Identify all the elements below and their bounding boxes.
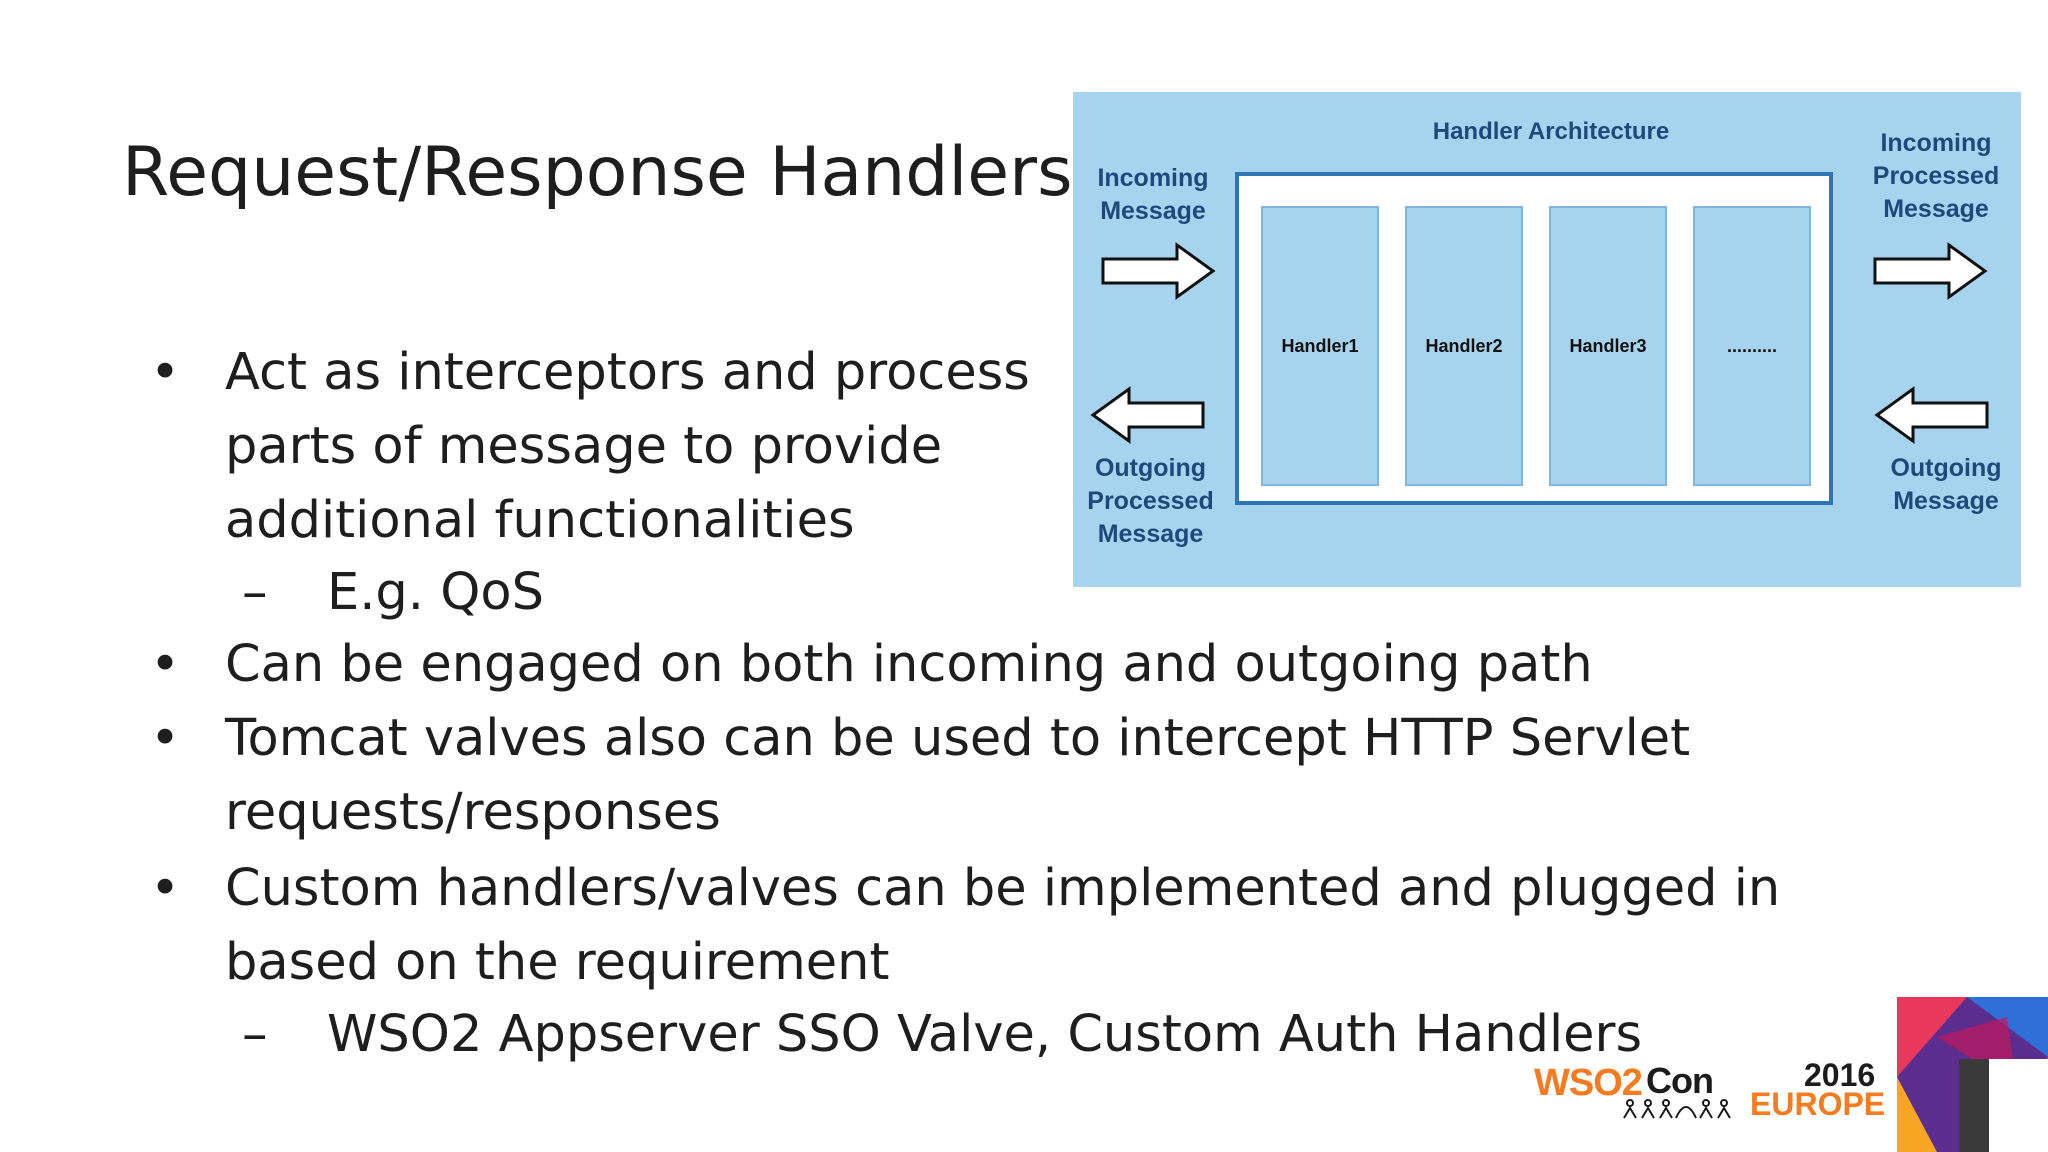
people-icon [1623, 1099, 1731, 1119]
handler-box: .......... [1693, 206, 1811, 486]
bullet-marker: • [150, 859, 181, 918]
bullet-marker: • [150, 709, 181, 768]
arrow-left-icon [1090, 386, 1205, 444]
sub-bullet-2: WSO2 Appserver SSO Valve, Custom Auth Ha… [327, 1005, 1643, 1064]
label-line: Incoming [1880, 129, 1992, 157]
sub-bullet-1: E.g. QoS [327, 563, 544, 622]
label-line: Incoming [1097, 164, 1209, 192]
label-line: Processed [1087, 487, 1214, 515]
logo-year: 2016 [1804, 1057, 1876, 1093]
slide-title: Request/Response Handlers [122, 133, 1073, 212]
label-line: Message [1883, 195, 1989, 223]
label-line: Message [1097, 520, 1204, 548]
arrow-right-icon [1873, 242, 1988, 300]
arrow-left-icon [1874, 386, 1989, 444]
bullet-marker: • [150, 343, 181, 402]
arrow-right-icon [1101, 242, 1216, 300]
label-line: Outgoing [1890, 454, 2002, 482]
handler-chain-box: Handler1 Handler2 Handler3 .......... [1235, 172, 1833, 505]
handler-architecture-diagram: Handler Architecture Incoming Message Ou… [1073, 92, 2021, 587]
label-incoming-message: Incoming Message [1083, 162, 1223, 228]
bullet-3-line-2: requests/responses [225, 783, 721, 842]
bullet-3-line-1: Tomcat valves also can be used to interc… [225, 709, 1691, 768]
bullet-marker: • [150, 635, 181, 694]
sub-bullet-marker: – [242, 563, 268, 622]
bullet-4-line-1: Custom handlers/valves can be implemente… [225, 859, 1781, 918]
bullet-1-line-2: parts of message to provide [225, 417, 943, 476]
bullet-1-line-1: Act as interceptors and process [225, 343, 1030, 402]
logo-con-text: Con [1646, 1060, 1714, 1101]
label-line: Message [1100, 197, 1206, 225]
label-line: Message [1893, 487, 1999, 515]
wso2con-logo: WSO2 Con 2016 EUROPE [1528, 1052, 1888, 1152]
sub-bullet-marker: – [242, 1005, 268, 1064]
handler-box: Handler3 [1549, 206, 1667, 486]
logo-region: EUROPE [1750, 1086, 1886, 1122]
bullet-4-line-2: based on the requirement [225, 933, 890, 992]
label-outgoing-processed-message: Outgoing Processed Message [1078, 452, 1223, 551]
label-line: Processed [1872, 162, 2000, 190]
corner-decoration-icon [1897, 997, 2048, 1152]
diagram-title: Handler Architecture [1432, 118, 1670, 145]
handler-box: Handler1 [1261, 206, 1379, 486]
handler-box: Handler2 [1405, 206, 1523, 486]
label-outgoing-message: Outgoing Message [1871, 452, 2021, 518]
bullet-1-line-3: additional functionalities [225, 491, 855, 550]
label-line: Outgoing [1094, 454, 1207, 482]
logo-wso2-text: WSO2 [1534, 1062, 1643, 1104]
bullet-2-line-1: Can be engaged on both incoming and outg… [225, 635, 1593, 694]
label-incoming-processed-message: Incoming Processed Message [1861, 127, 2011, 226]
